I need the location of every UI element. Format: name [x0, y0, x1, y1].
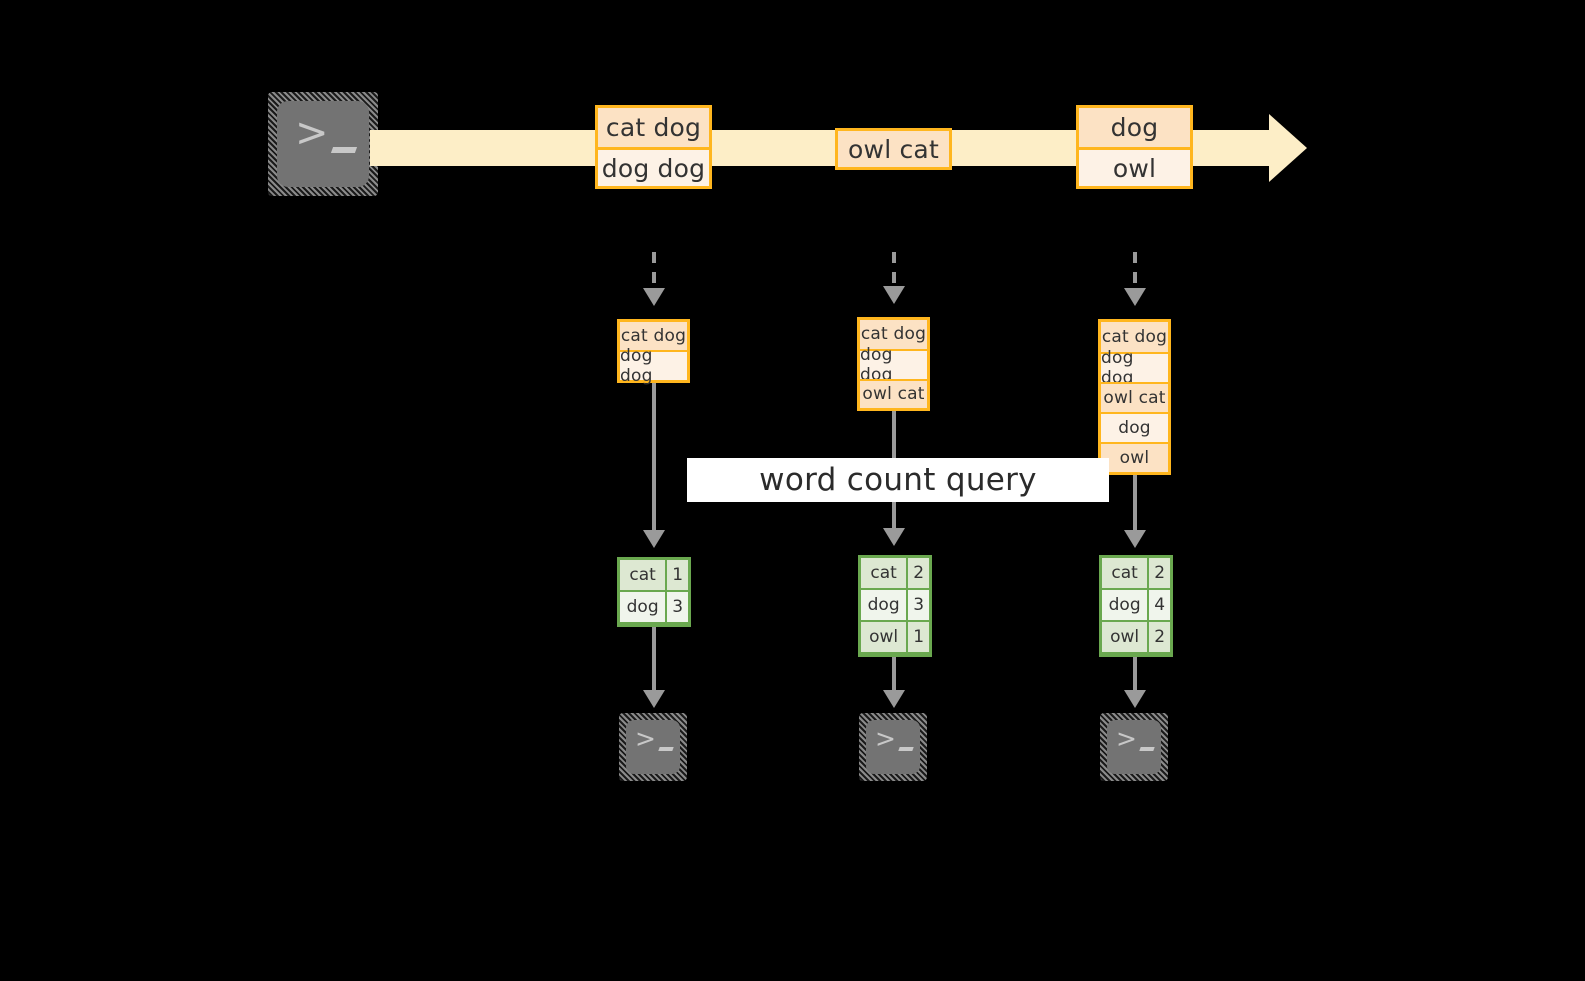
terminal-cursor-icon — [898, 747, 914, 751]
terminal-body: > — [866, 720, 920, 774]
query-arrow-1-head-icon — [643, 530, 665, 548]
result-word: owl — [1102, 622, 1148, 652]
batch-input-line: cat dog — [620, 322, 687, 350]
query-label: word count query — [687, 458, 1109, 502]
batch-1-input-stack[interactable]: cat dog dog dog — [617, 319, 690, 386]
trigger-arrow-1-head-icon — [643, 288, 665, 306]
table-row: cat 1 — [620, 560, 688, 590]
trigger-arrow-2-line — [892, 252, 896, 292]
result-word: dog — [1102, 590, 1148, 620]
batch-2-input-stack[interactable]: cat dog dog dog owl cat — [857, 317, 930, 411]
query-arrow-3-line — [1133, 475, 1137, 533]
query-arrow-3-head-icon — [1124, 530, 1146, 548]
result-word: cat — [620, 560, 666, 590]
result-word: owl — [861, 622, 907, 652]
terminal-body: > — [277, 101, 369, 187]
result-count: 2 — [1147, 558, 1170, 588]
query-arrow-2-head-icon — [883, 528, 905, 546]
terminal-cursor-icon — [330, 147, 358, 153]
result-count: 4 — [1147, 590, 1170, 620]
table-row: dog 3 — [620, 590, 688, 622]
result-count: 1 — [665, 560, 688, 590]
result-count: 2 — [1147, 622, 1170, 652]
table-row: cat 2 — [1102, 558, 1170, 588]
timeline-event-line: cat dog — [598, 108, 709, 147]
timeline-event-line: owl — [1079, 147, 1190, 186]
batch-input-line: dog dog — [860, 345, 927, 385]
batch-input-line: cat dog — [860, 320, 927, 349]
query-arrow-1-line — [652, 383, 656, 533]
batch-input-line: owl — [1101, 442, 1168, 472]
terminal-chevron-icon: > — [295, 110, 329, 156]
table-row: dog 3 — [861, 588, 929, 620]
sink-arrow-3-head-icon — [1124, 690, 1146, 708]
table-row: owl 2 — [1102, 620, 1170, 652]
batch-input-line: dog — [1101, 412, 1168, 442]
trigger-arrow-3-line — [1133, 252, 1137, 294]
batch-3-result-table[interactable]: cat 2 dog 4 owl 2 — [1099, 555, 1173, 657]
sink-arrow-2-head-icon — [883, 690, 905, 708]
trigger-arrow-1-line — [652, 252, 656, 294]
timeline-event-1[interactable]: cat dog dog dog — [595, 105, 712, 189]
terminal-body: > — [1107, 720, 1161, 774]
result-word: dog — [620, 592, 666, 622]
sink-arrow-1-line — [652, 627, 656, 692]
trigger-arrow-2-head-icon — [883, 286, 905, 304]
sink-arrow-1-head-icon — [643, 690, 665, 708]
terminal-cursor-icon — [658, 747, 674, 751]
batch-input-line: owl cat — [860, 378, 927, 408]
source-terminal-icon: > — [268, 92, 378, 196]
timeline-event-2[interactable]: owl cat — [835, 128, 952, 170]
result-count: 3 — [906, 590, 929, 620]
batch-3-input-stack[interactable]: cat dog dog dog owl cat dog owl — [1098, 319, 1171, 475]
sink-arrow-2-line — [892, 657, 896, 693]
batch-input-line: dog dog — [1101, 348, 1168, 388]
timeline-event-3[interactable]: dog owl — [1076, 105, 1193, 189]
result-count: 1 — [906, 622, 929, 652]
sink-terminal-1-icon: > — [619, 713, 687, 781]
sink-terminal-2-icon: > — [859, 713, 927, 781]
batch-input-line: owl cat — [1101, 382, 1168, 412]
terminal-chevron-icon: > — [875, 724, 896, 753]
result-count: 2 — [906, 558, 929, 588]
terminal-cursor-icon — [1139, 747, 1155, 751]
timeline-event-line: owl cat — [838, 131, 949, 167]
batch-input-line: dog dog — [620, 346, 687, 386]
table-row: owl 1 — [861, 620, 929, 652]
timeline-event-line: dog — [1079, 108, 1190, 147]
sink-arrow-3-line — [1133, 657, 1137, 693]
terminal-chevron-icon: > — [635, 724, 656, 753]
trigger-arrow-3-head-icon — [1124, 288, 1146, 306]
timeline-event-line: dog dog — [598, 147, 709, 186]
sink-terminal-3-icon: > — [1100, 713, 1168, 781]
table-row: cat 2 — [861, 558, 929, 588]
batch-input-line: cat dog — [1101, 322, 1168, 352]
result-word: cat — [1102, 558, 1148, 588]
result-word: cat — [861, 558, 907, 588]
timeline-arrowhead-icon — [1269, 114, 1307, 182]
query-label-text: word count query — [759, 462, 1037, 498]
terminal-body: > — [626, 720, 680, 774]
batch-1-result-table[interactable]: cat 1 dog 3 — [617, 557, 691, 627]
table-row: dog 4 — [1102, 588, 1170, 620]
result-word: dog — [861, 590, 907, 620]
result-count: 3 — [665, 592, 688, 622]
batch-2-result-table[interactable]: cat 2 dog 3 owl 1 — [858, 555, 932, 657]
terminal-chevron-icon: > — [1116, 724, 1137, 753]
